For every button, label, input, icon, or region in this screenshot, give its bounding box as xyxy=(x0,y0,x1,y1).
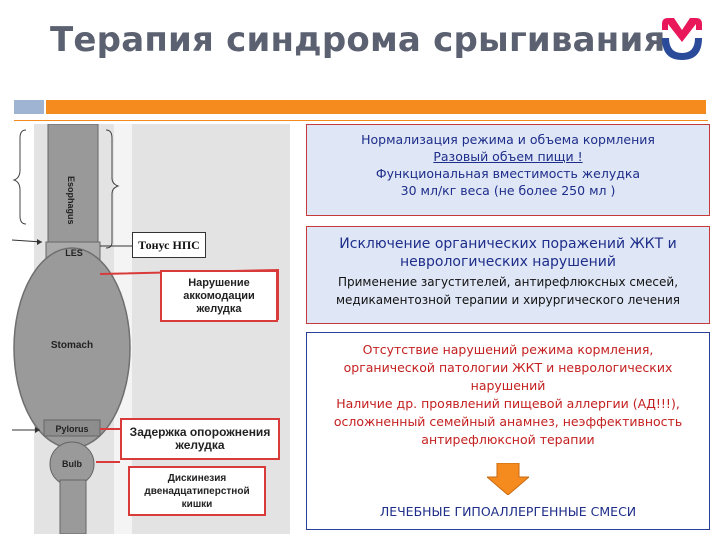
down-arrow-icon xyxy=(487,463,529,495)
panel2-body: Применение загустителей, антирефлюксных … xyxy=(336,275,680,307)
bulb-label: Bulb xyxy=(62,459,82,469)
tonus-box: Тонус НПС xyxy=(132,232,206,258)
panel1-line2: Разовый объем пищи ! xyxy=(433,149,583,164)
stomach-diagram: LES Stomach Pylorus Bulb Esophagus Наруш… xyxy=(10,124,290,534)
dyskinesia-box: Дискинезия двенадцатиперстной кишки xyxy=(128,466,266,516)
panel3-final: ЛЕЧЕБНЫЕ ГИПОАЛЛЕРГЕННЫЕ СМЕСИ xyxy=(379,504,637,519)
panel-feeding-regime: Нормализация режима и объема кормления Р… xyxy=(306,124,710,216)
accent-bar-orange xyxy=(46,100,706,114)
panel3-line1: Отсутствие нарушений режима кормления, о… xyxy=(343,342,673,393)
page-title: Терапия синдрома срыгивания xyxy=(50,20,666,60)
panel-organic-exclusion: Исключение органических поражений ЖКТ и … xyxy=(306,226,710,324)
panel2-head: Исключение органических поражений ЖКТ и … xyxy=(339,236,677,270)
accommodation-text: Нарушение аккомодации желудка xyxy=(183,276,255,315)
emptying-box: Задержка опорожнения желудка xyxy=(120,418,280,460)
accent-line xyxy=(14,120,708,121)
accommodation-box: Нарушение аккомодации желудка xyxy=(160,270,278,322)
stomach-label: Stomach xyxy=(51,340,93,351)
stomach-illustration: LES Stomach Pylorus Bulb Esophagus xyxy=(11,124,279,534)
pylorus-label: Pylorus xyxy=(55,424,88,434)
panel-allergy: Отсутствие нарушений режима кормления, о… xyxy=(306,332,710,530)
panel1-line1: Нормализация режима и объема кормления xyxy=(361,132,655,147)
esophagus-label: Esophagus xyxy=(66,176,76,225)
panel1-line3: Функциональная вместимость желудка xyxy=(375,166,641,181)
dyskinesia-text: Дискинезия двенадцатиперстной кишки xyxy=(144,472,250,510)
panel3-line2: Наличие др. проявлений пищевой аллергии … xyxy=(333,396,683,447)
emptying-text: Задержка опорожнения желудка xyxy=(129,425,271,452)
accent-bar-blue xyxy=(14,100,44,114)
stylized-m-logo xyxy=(662,18,702,60)
les-label: LES xyxy=(65,248,83,258)
panel1-line4: 30 мл/кг веса (не более 250 мл ) xyxy=(400,183,616,198)
